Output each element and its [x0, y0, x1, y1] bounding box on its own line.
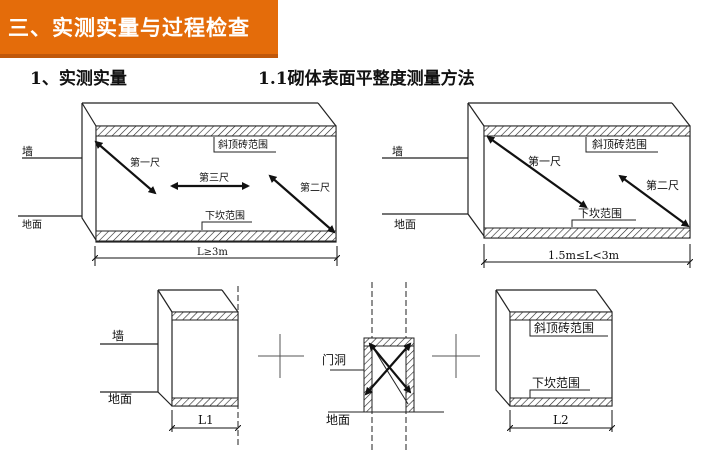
ruler-2-label: 第二尺 [300, 181, 330, 194]
separator-plus-left [258, 334, 304, 378]
ruler-2-label: 第二尺 [646, 178, 679, 192]
diagram-bottom-right: 斜顶砖范围 下坎范围 L2 [495, 289, 612, 432]
floor-label: 地面 [326, 413, 350, 427]
dimension-label: 1.5m≤L<3m [548, 249, 620, 262]
bottom-band-label: 下坎范围 [205, 209, 245, 222]
diagram-top-right: 墙 地面 斜顶砖范围 下坎范围 第一尺 第二尺 1.5m≤L<3m [382, 102, 690, 268]
wall-label: 墙 [112, 329, 124, 343]
subtitle-measurement: 1、实测实量 [30, 69, 127, 89]
wall-label: 墙 [22, 144, 33, 158]
door-opening-label: 门洞 [322, 352, 346, 367]
dimension-label: L≥3m [197, 247, 228, 258]
separator-plus-right [432, 334, 480, 378]
bottom-band-label: 下坎范围 [578, 206, 622, 220]
section-title: 三、实测实量与过程检查 [8, 16, 250, 40]
dimension-label: L2 [553, 413, 569, 427]
subtitle-flatness-method: 1.1砌体表面平整度测量方法 [258, 69, 475, 89]
diagram-bottom-middle: 门洞 地面 [322, 282, 444, 452]
top-band-label: 斜顶砖范围 [592, 137, 647, 151]
ruler-1-label: 第一尺 [528, 154, 561, 168]
diagram-bottom-left: 墙 地面 L1 [100, 286, 238, 446]
ruler-3-label: 第三尺 [199, 171, 229, 184]
wall-label: 墙 [392, 144, 403, 158]
ruler-1-label: 第一尺 [130, 156, 160, 169]
top-band-label: 斜顶砖范围 [534, 320, 594, 335]
top-band-label: 斜顶砖范围 [218, 138, 268, 151]
floor-label: 地面 [108, 392, 132, 406]
section-title-bar: 三、实测实量与过程检查 [0, 0, 278, 58]
bottom-band-label: 下坎范围 [532, 376, 580, 390]
floor-label: 地面 [22, 218, 42, 231]
diagram-top-left: 墙 地面 斜顶砖范围 下坎范围 第一尺 第二尺 第三尺 L≥3m [18, 102, 337, 266]
dimension-label: L1 [198, 413, 214, 427]
floor-label: 地面 [394, 218, 416, 231]
